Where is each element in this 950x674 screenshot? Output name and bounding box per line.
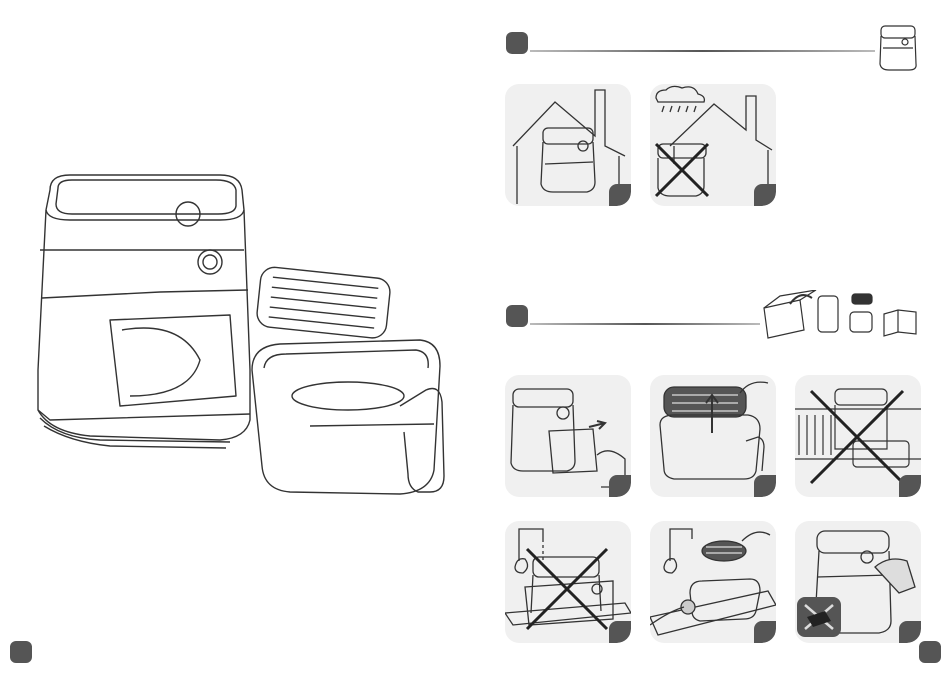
panel-corner-badge bbox=[609, 475, 631, 497]
page-badge-right bbox=[919, 641, 941, 663]
panel-corner-badge bbox=[609, 184, 631, 206]
panel-no-dishwasher bbox=[795, 375, 921, 497]
panel-outdoor-forbidden bbox=[650, 84, 776, 206]
step-badge-2 bbox=[506, 305, 528, 327]
panel-corner-badge bbox=[754, 621, 776, 643]
panel-corner-badge bbox=[754, 184, 776, 206]
panel-lift-grill bbox=[650, 375, 776, 497]
page-badge-left bbox=[10, 641, 32, 663]
panel-wipe-appliance bbox=[795, 521, 921, 643]
panel-pull-basket bbox=[505, 375, 631, 497]
panel-no-immersion bbox=[505, 521, 631, 643]
panel-corner-badge bbox=[899, 621, 921, 643]
section2-rule bbox=[530, 323, 760, 325]
panel-corner-badge bbox=[609, 621, 631, 643]
fryer-thumbnail-icon bbox=[877, 22, 919, 74]
unpacking-contents-icon bbox=[760, 290, 920, 342]
air-fryer-illustration bbox=[30, 170, 460, 510]
panel-corner-badge bbox=[754, 475, 776, 497]
step-badge-1 bbox=[506, 32, 528, 54]
section1-rule bbox=[530, 50, 875, 52]
panel-indoor-ok bbox=[505, 84, 631, 206]
panel-wash-parts bbox=[650, 521, 776, 643]
panel-corner-badge bbox=[899, 475, 921, 497]
